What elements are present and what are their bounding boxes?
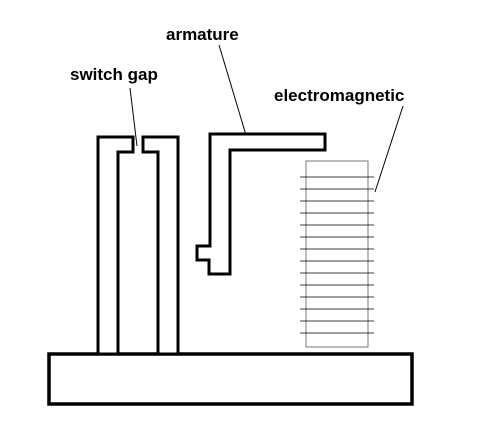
right-contact-arm <box>141 135 180 356</box>
switch-gap-label: switch gap <box>70 65 158 84</box>
electromagnetic-label: electromagnetic <box>274 86 404 105</box>
left-contact-arm <box>96 135 135 356</box>
electromagnetic-leader <box>374 105 404 193</box>
coil-body <box>305 160 369 348</box>
switch-gap-leader <box>129 87 138 147</box>
electromagnet-coil <box>300 160 374 348</box>
armature-leader <box>218 44 247 136</box>
base-plate <box>47 352 414 406</box>
coil-windings <box>300 176 374 334</box>
armature-label: armature <box>166 25 239 44</box>
armature-part <box>195 132 327 276</box>
